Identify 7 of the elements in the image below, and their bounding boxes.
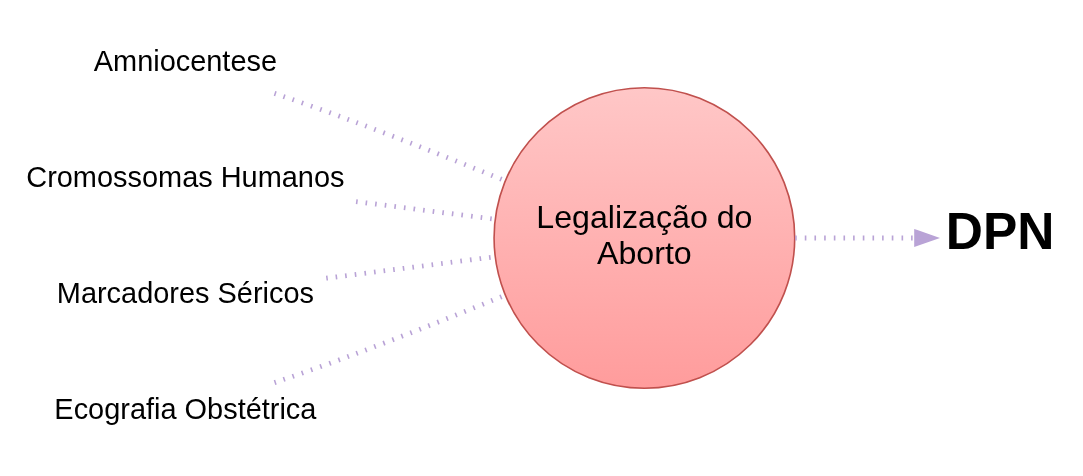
node-text: DPN	[945, 202, 1055, 261]
node-text: Amniocentese	[93, 45, 278, 78]
node-text: Cromossomas Humanos	[26, 161, 345, 194]
node-text: Ecografia Obstétrica	[54, 392, 317, 425]
node-circle: Legalização do Aborto	[493, 86, 796, 390]
node-text: Marcadores Séricos	[56, 276, 314, 309]
arrow	[795, 228, 940, 248]
